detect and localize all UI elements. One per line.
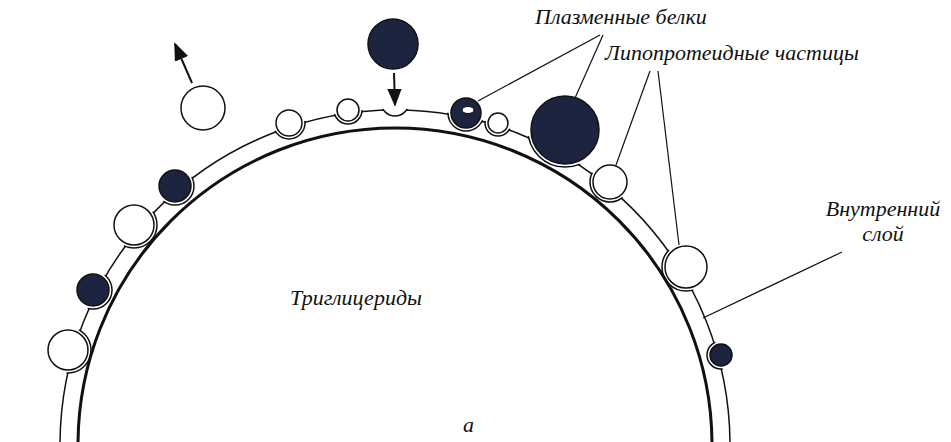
outer-surface <box>60 110 730 442</box>
leader-line <box>658 71 679 245</box>
surface-dip <box>156 167 194 205</box>
lipoprotein-particle <box>665 246 707 288</box>
surface-dip <box>590 162 630 202</box>
callout-label: Внутренний слой <box>824 196 942 247</box>
leader-line <box>616 71 650 165</box>
surface-dip <box>485 110 511 136</box>
callout-label: Плазменные белки <box>535 4 707 29</box>
leaving-particle <box>181 86 225 130</box>
surface-dip <box>707 341 735 369</box>
lipoprotein-particle <box>48 330 88 370</box>
plasma-protein <box>710 344 732 366</box>
surface-dip <box>74 271 112 309</box>
lipoprotein-particle <box>593 165 627 199</box>
arriving-protein <box>368 19 418 69</box>
surface-dip <box>273 107 305 139</box>
lipoprotein-particle <box>276 110 302 136</box>
region-label: Триглицериды <box>290 285 422 310</box>
plasma-protein <box>77 274 109 306</box>
surface-dip <box>334 96 362 124</box>
leaving-arrow <box>175 44 192 83</box>
surface-dip <box>528 93 602 167</box>
callout-label: Липопротеидные частицы <box>605 40 859 65</box>
inner-layer <box>78 128 712 442</box>
surface-dip <box>45 327 91 373</box>
leader-line <box>478 35 600 101</box>
lipoprotein-particle <box>337 99 359 121</box>
leader-line <box>703 252 842 318</box>
arriving-arrow <box>394 73 395 105</box>
protein-highlight <box>462 107 474 114</box>
leader-line <box>575 35 603 98</box>
lipoprotein-particle <box>488 113 508 133</box>
figure-letter: а <box>463 412 474 437</box>
plasma-protein <box>531 96 599 164</box>
lipoprotein-particle <box>114 205 154 245</box>
plasma-protein <box>451 98 481 128</box>
surface-dip <box>111 202 157 248</box>
plasma-protein <box>159 170 191 202</box>
